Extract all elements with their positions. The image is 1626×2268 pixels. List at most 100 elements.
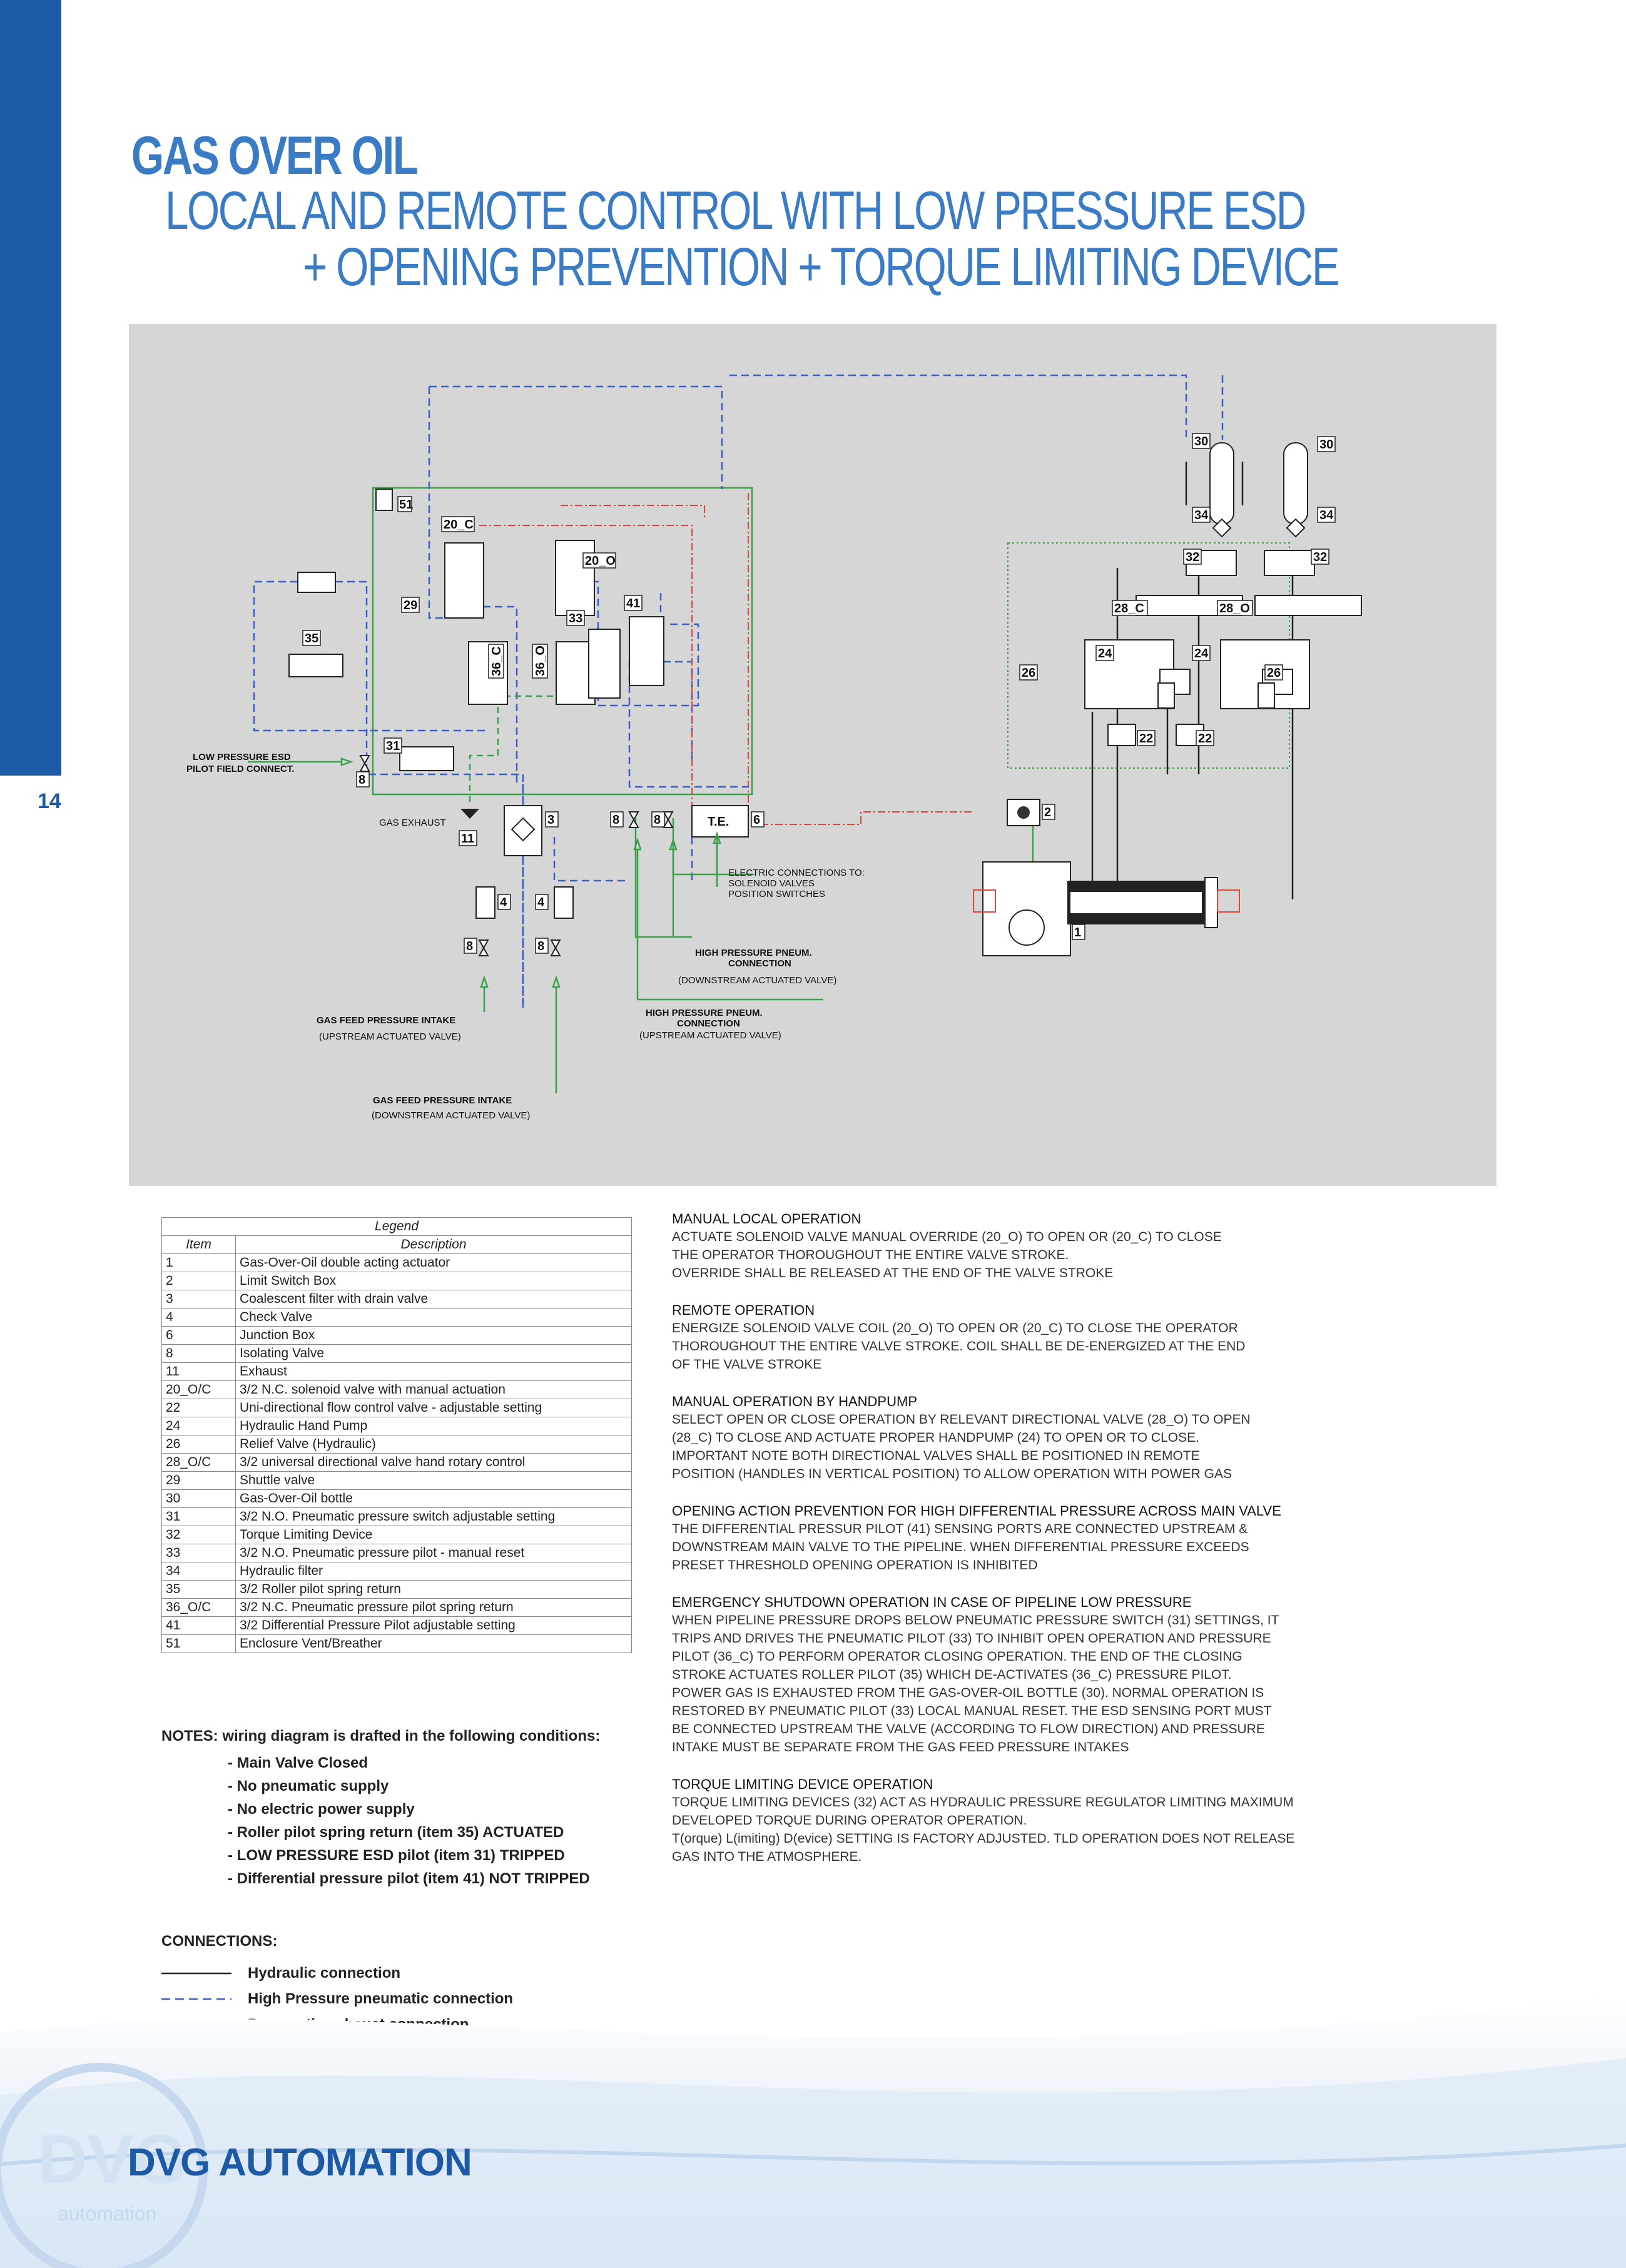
pressure-switch	[399, 746, 454, 771]
operation-heading: EMERGENCY SHUTDOWN OPERATION IN CASE OF …	[672, 1594, 1192, 1610]
svg-text:3: 3	[547, 813, 554, 827]
item-tag-4a: 4	[497, 894, 511, 910]
svg-text:28_C: 28_C	[1114, 602, 1144, 615]
hpp-down-label-3: (DOWNSTREAM ACTUATED VALVE)	[678, 975, 836, 986]
svg-text:4: 4	[500, 896, 507, 909]
actuator-port	[1217, 889, 1240, 913]
gas-oil-bottle	[1209, 442, 1234, 525]
lp-esd-label-2: PILOT FIELD CONNECT.	[186, 764, 295, 774]
note-item: - Differential pressure pilot (item 41) …	[228, 1870, 590, 1887]
legend-item-description: Relief Valve (Hydraulic)	[235, 1435, 632, 1454]
legend-item-description: 3/2 N.C. solenoid valve with manual actu…	[235, 1380, 632, 1399]
legend-item-description: Isolating Valve	[235, 1344, 632, 1363]
hpp-down-label-1: HIGH PRESSURE PNEUM.	[695, 948, 812, 958]
svg-text:6: 6	[753, 813, 760, 827]
legend-item-code: 22	[161, 1399, 236, 1417]
electric-line	[479, 525, 693, 809]
svg-text:41: 41	[626, 597, 640, 610]
actuator-cylinder-rod	[1070, 892, 1202, 913]
legend-col-item: Item	[161, 1235, 236, 1254]
isolating-valve	[478, 939, 489, 956]
svg-text:22: 22	[1139, 732, 1153, 746]
operation-heading: REMOTE OPERATION	[672, 1302, 815, 1318]
solenoid-valve	[444, 542, 484, 619]
legend-item-description: Exhaust	[235, 1362, 632, 1381]
item-tag-26b: 26	[1264, 664, 1283, 681]
svg-text:4: 4	[537, 896, 545, 909]
item-tag-32a: 32	[1183, 549, 1202, 565]
schematic-diagram: .tag{font-family:"Liberation Sans",sans-…	[129, 324, 1496, 1186]
actuator-port	[973, 889, 996, 913]
hydraulic-filter	[1286, 518, 1306, 538]
legend-col-desc: Description	[235, 1235, 632, 1254]
legend-item-description: 3/2 N.O. Pneumatic pressure switch adjus…	[235, 1507, 632, 1526]
connection-line-swatch	[161, 1998, 231, 2000]
item-tag-11: 11	[459, 830, 477, 846]
item-tag-22b: 22	[1196, 730, 1214, 746]
limit-switch-box	[1007, 799, 1040, 826]
legend-item-description: 3/2 universal directional valve hand rot…	[235, 1453, 632, 1472]
operation-section: OPENING ACTION PREVENTION FOR HIGH DIFFE…	[672, 1502, 1398, 1574]
operation-heading: TORQUE LIMITING DEVICE OPERATION	[672, 1776, 933, 1792]
operation-section: EMERGENCY SHUTDOWN OPERATION IN CASE OF …	[672, 1593, 1398, 1756]
notes-title: NOTES: wiring diagram is drafted in the …	[161, 1728, 601, 1744]
item-tag-28o: 28_O	[1217, 600, 1253, 616]
legend-item-description: Uni-directional flow control valve - adj…	[235, 1399, 632, 1417]
gfp-up-label-1: GAS FEED PRESSURE INTAKE	[317, 1015, 455, 1026]
svg-text:20_O: 20_O	[585, 554, 616, 568]
item-tag-26a: 26	[1019, 664, 1038, 681]
pneumatic-line	[429, 385, 723, 489]
item-tag-20c: 20_C	[441, 516, 475, 532]
legend-item-description: 3/2 Differential Pressure Pilot adjustab…	[235, 1616, 632, 1635]
differential-pressure-pilot	[629, 616, 664, 686]
legend-item-code: 33	[161, 1544, 236, 1562]
intake-arrow	[713, 831, 721, 887]
roller-pilot	[288, 654, 343, 677]
item-tag-34a: 34	[1192, 507, 1211, 523]
legend-item-code: 3	[161, 1290, 236, 1309]
item-tag-34b: 34	[1317, 507, 1336, 523]
svg-text:11: 11	[461, 832, 474, 846]
svg-text:automation: automation	[58, 2202, 156, 2225]
svg-text:30: 30	[1194, 435, 1208, 448]
legend-item-code: 6	[161, 1326, 236, 1345]
svg-text:T.E.: T.E.	[708, 815, 729, 829]
pneumatic-line	[553, 837, 629, 882]
item-tag-35: 35	[302, 630, 321, 646]
isolating-valve	[628, 811, 639, 828]
legend-item-description: Junction Box	[235, 1326, 632, 1345]
svg-text:29: 29	[404, 599, 417, 612]
item-tag-32b: 32	[1311, 549, 1329, 565]
pneumatic-line	[628, 662, 748, 788]
item-tag-31: 31	[384, 737, 402, 754]
note-item: - LOW PRESSURE ESD pilot (item 31) TRIPP…	[228, 1847, 565, 1864]
hydraulic-filter	[1212, 518, 1232, 538]
svg-text:2: 2	[1044, 806, 1051, 819]
electric-line	[561, 505, 705, 518]
item-tag-24b: 24	[1192, 645, 1211, 661]
item-tag-33: 33	[566, 610, 585, 626]
gas-exhaust-label: GAS EXHAUST	[379, 818, 446, 828]
legend-item-description: Coalescent filter with drain valve	[235, 1290, 632, 1309]
note-item: - No electric power supply	[228, 1801, 415, 1818]
legend-item-code: 20_O/C	[161, 1380, 236, 1399]
operation-text: WHEN PIPELINE PRESSURE DROPS BELOW PNEUM…	[672, 1613, 1279, 1754]
legend-item-description: Hydraulic Hand Pump	[235, 1417, 632, 1435]
lp-esd-label-1: LOW PRESSURE ESD	[193, 752, 291, 762]
hpp-down-label-2: CONNECTION	[728, 958, 791, 969]
dvg-logo: DVG automation	[0, 2063, 208, 2268]
svg-text:8: 8	[537, 939, 544, 953]
legend-item-code: 1	[161, 1253, 236, 1272]
connection-label: High Pressure pneumatic connection	[248, 1990, 514, 2007]
item-tag-1: 1	[1072, 924, 1085, 940]
